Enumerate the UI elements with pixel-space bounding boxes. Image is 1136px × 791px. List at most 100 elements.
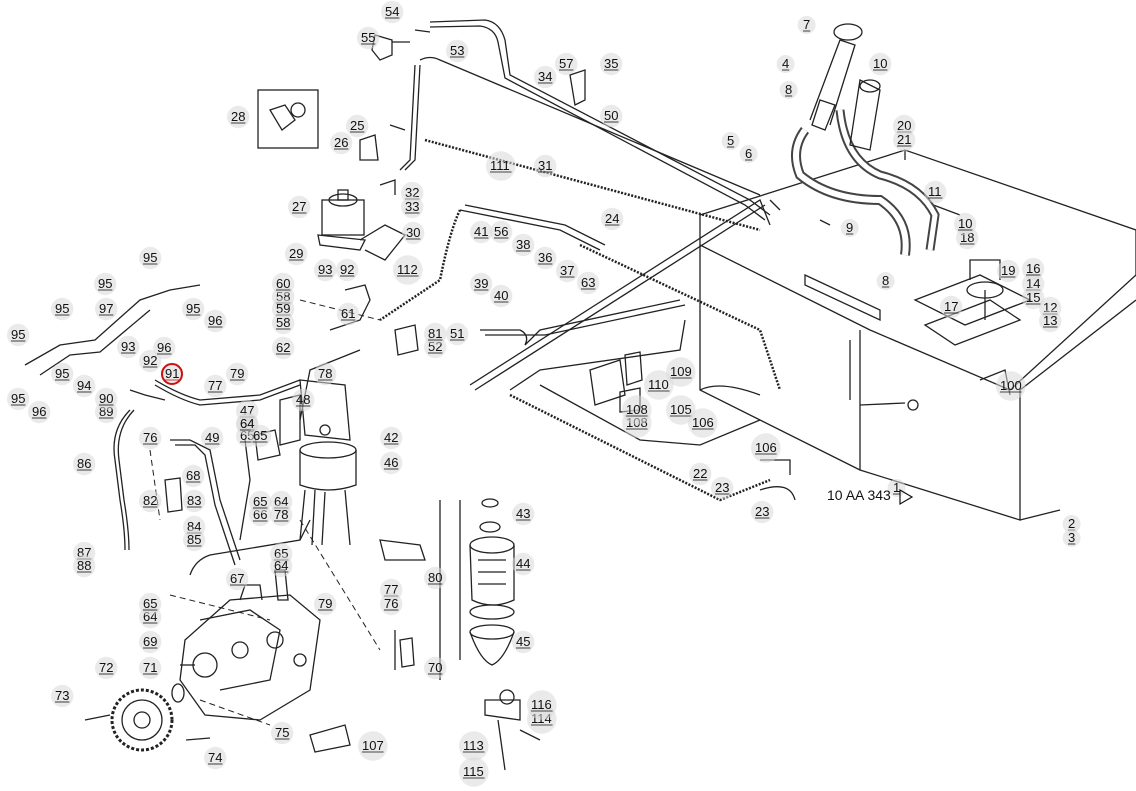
callout-22[interactable]: 22 [693, 466, 707, 481]
callout-56[interactable]: 56 [494, 224, 508, 239]
callout-113[interactable]: 113 [463, 738, 484, 753]
callout-3[interactable]: 3 [1068, 530, 1075, 545]
callout-53[interactable]: 53 [450, 43, 464, 58]
callout-65-repeat[interactable]: 65 [253, 428, 267, 443]
callout-65-repeat[interactable]: 65 [143, 596, 157, 611]
callout-26[interactable]: 26 [334, 135, 348, 150]
callout-49[interactable]: 49 [205, 430, 219, 445]
callout-38[interactable]: 38 [516, 237, 530, 252]
callout-96[interactable]: 96 [208, 313, 222, 328]
callout-39[interactable]: 39 [474, 276, 488, 291]
callout-71[interactable]: 71 [143, 660, 157, 675]
callout-69[interactable]: 69 [143, 634, 157, 649]
callout-27[interactable]: 27 [292, 199, 306, 214]
callout-78-repeat[interactable]: 78 [274, 507, 288, 522]
callout-110[interactable]: 110 [648, 377, 669, 392]
callout-68[interactable]: 68 [186, 468, 200, 483]
callout-91[interactable]: 91 [165, 366, 179, 381]
callout-21[interactable]: 21 [897, 132, 911, 147]
callout-96-repeat[interactable]: 96 [32, 404, 46, 419]
callout-95-repeat[interactable]: 95 [55, 366, 69, 381]
callout-30[interactable]: 30 [406, 225, 420, 240]
callout-67[interactable]: 67 [230, 571, 244, 586]
callout-85[interactable]: 85 [187, 532, 201, 547]
callout-75[interactable]: 75 [275, 725, 289, 740]
callout-76[interactable]: 76 [143, 430, 157, 445]
callout-96-repeat[interactable]: 96 [157, 340, 171, 355]
callout-24[interactable]: 24 [605, 211, 619, 226]
callout-88[interactable]: 88 [77, 558, 91, 573]
callout-1[interactable]: 1 [893, 480, 900, 495]
callout-116[interactable]: 116 [531, 697, 552, 712]
callout-14[interactable]: 14 [1026, 276, 1040, 291]
callout-5[interactable]: 5 [727, 133, 734, 148]
callout-36[interactable]: 36 [538, 250, 552, 265]
callout-81[interactable]: 81 [428, 326, 442, 341]
callout-8[interactable]: 8 [785, 82, 792, 97]
callout-72[interactable]: 72 [99, 660, 113, 675]
callout-64-repeat[interactable]: 64 [274, 558, 288, 573]
callout-79-repeat[interactable]: 79 [318, 596, 332, 611]
callout-46[interactable]: 46 [384, 455, 398, 470]
callout-62[interactable]: 62 [276, 340, 290, 355]
callout-4[interactable]: 4 [782, 56, 789, 71]
callout-11[interactable]: 11 [928, 184, 942, 199]
callout-19[interactable]: 19 [1001, 263, 1015, 278]
callout-10[interactable]: 10 [873, 56, 887, 71]
callout-78[interactable]: 78 [318, 366, 332, 381]
callout-82[interactable]: 82 [143, 493, 157, 508]
callout-93-repeat[interactable]: 93 [318, 262, 332, 277]
callout-107[interactable]: 107 [362, 738, 384, 753]
callout-65-repeat[interactable]: 65 [253, 494, 267, 509]
callout-111[interactable]: 111 [490, 158, 510, 173]
callout-7[interactable]: 7 [803, 17, 810, 32]
callout-43[interactable]: 43 [516, 506, 530, 521]
callout-61[interactable]: 61 [341, 306, 355, 321]
callout-97[interactable]: 97 [99, 301, 113, 316]
callout-86[interactable]: 86 [77, 456, 91, 471]
callout-40[interactable]: 40 [494, 288, 508, 303]
callout-95-repeat[interactable]: 95 [186, 301, 200, 316]
callout-90[interactable]: 90 [99, 391, 113, 406]
callout-28[interactable]: 28 [231, 109, 245, 124]
callout-8-repeat[interactable]: 8 [882, 273, 889, 288]
callout-95-repeat[interactable]: 95 [55, 301, 69, 316]
callout-15[interactable]: 15 [1026, 290, 1040, 305]
callout-9[interactable]: 9 [846, 220, 853, 235]
callout-92[interactable]: 92 [143, 353, 157, 368]
callout-95-repeat[interactable]: 95 [11, 391, 25, 406]
callout-58-repeat[interactable]: 58 [276, 315, 290, 330]
highlight-ring[interactable] [161, 363, 183, 385]
callout-76-repeat[interactable]: 76 [384, 596, 398, 611]
callout-16[interactable]: 16 [1026, 261, 1040, 276]
callout-112[interactable]: 112 [397, 262, 418, 277]
callout-106-repeat[interactable]: 106 [755, 440, 777, 455]
callout-25[interactable]: 25 [350, 118, 364, 133]
callout-20[interactable]: 20 [897, 118, 911, 133]
callout-35[interactable]: 35 [604, 56, 618, 71]
callout-37[interactable]: 37 [560, 263, 574, 278]
callout-50[interactable]: 50 [604, 108, 618, 123]
callout-59[interactable]: 59 [276, 301, 290, 316]
callout-6[interactable]: 6 [745, 146, 752, 161]
callout-64-repeat[interactable]: 64 [240, 416, 254, 431]
callout-57[interactable]: 57 [559, 56, 573, 71]
callout-63[interactable]: 63 [581, 275, 595, 290]
callout-60[interactable]: 60 [276, 276, 290, 291]
callout-70[interactable]: 70 [428, 660, 442, 675]
callout-23[interactable]: 23 [715, 480, 729, 495]
callout-93[interactable]: 93 [121, 339, 135, 354]
callout-17[interactable]: 17 [944, 299, 958, 314]
callout-106[interactable]: 106 [692, 415, 714, 430]
callout-33[interactable]: 33 [405, 199, 419, 214]
callout-55[interactable]: 55 [361, 30, 375, 45]
callout-2[interactable]: 2 [1068, 516, 1075, 531]
callout-80[interactable]: 80 [428, 570, 442, 585]
callout-45[interactable]: 45 [516, 634, 530, 649]
callout-54[interactable]: 54 [385, 4, 399, 19]
callout-31[interactable]: 31 [538, 158, 552, 173]
callout-32[interactable]: 32 [405, 185, 419, 200]
callout-51[interactable]: 51 [450, 326, 464, 341]
callout-77[interactable]: 77 [208, 378, 222, 393]
callout-44[interactable]: 44 [516, 556, 530, 571]
